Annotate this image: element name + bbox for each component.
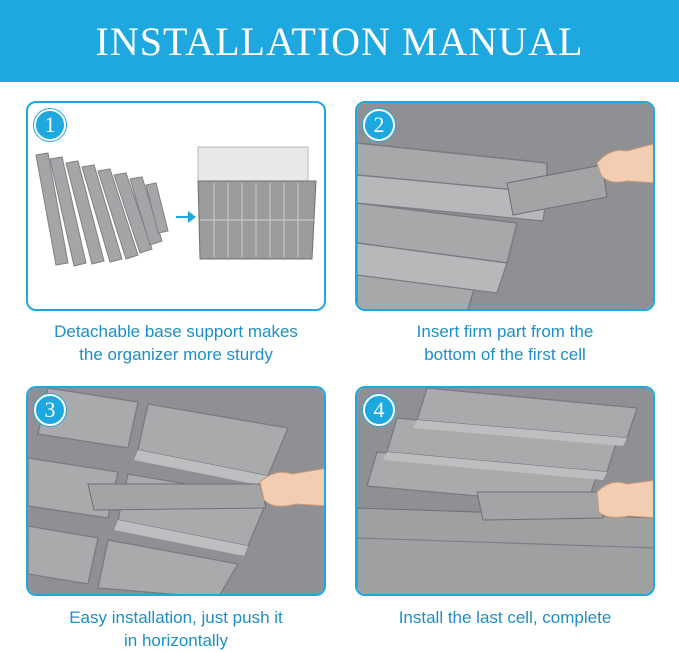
step-3-caption-line1: Easy installation, just push it [69,608,283,627]
step-4-caption-line1: Install the last cell, complete [398,608,612,627]
step-2-caption-line1: Insert firm part from the [416,322,594,341]
hand-icon [596,143,653,184]
step-1-panel: 1 [26,101,326,311]
step-3-panel: 3 [26,386,326,596]
step-1-illustration [35,146,317,267]
step-3-caption-line2: in horizontally [124,631,228,650]
page-title: INSTALLATION MANUAL [95,18,584,64]
arrow-right-icon [176,211,196,223]
hand-icon [596,480,653,519]
support-strips [35,152,169,267]
hand-icon [259,468,324,507]
step-2-badge: 2 [363,109,395,141]
step-1-badge: 1 [34,109,66,141]
step-1-caption-line2: the organizer more sturdy [79,345,273,364]
inserted-board [87,483,267,511]
step-3-caption: Easy installation, just push it in horiz… [16,606,336,652]
step-1-caption: Detachable base support makes the organi… [16,320,336,366]
step-2-panel: 2 [355,101,655,311]
organizer-box [197,146,317,260]
step-3-illustration [28,388,324,594]
step-1-caption-line1: Detachable base support makes [54,322,298,341]
step-4-badge: 4 [363,394,395,426]
step-4-illustration [357,388,653,594]
step-4-caption: Install the last cell, complete [345,606,665,629]
step-2-caption: Insert firm part from the bottom of the … [345,320,665,366]
inserted-board [476,491,604,521]
step-2-illustration [357,103,653,309]
step-2-caption-line2: bottom of the first cell [424,345,586,364]
step-4-panel: 4 [355,386,655,596]
inserted-board [506,164,608,216]
header-banner: INSTALLATION MANUAL [0,0,679,82]
step-3-badge: 3 [34,394,66,426]
